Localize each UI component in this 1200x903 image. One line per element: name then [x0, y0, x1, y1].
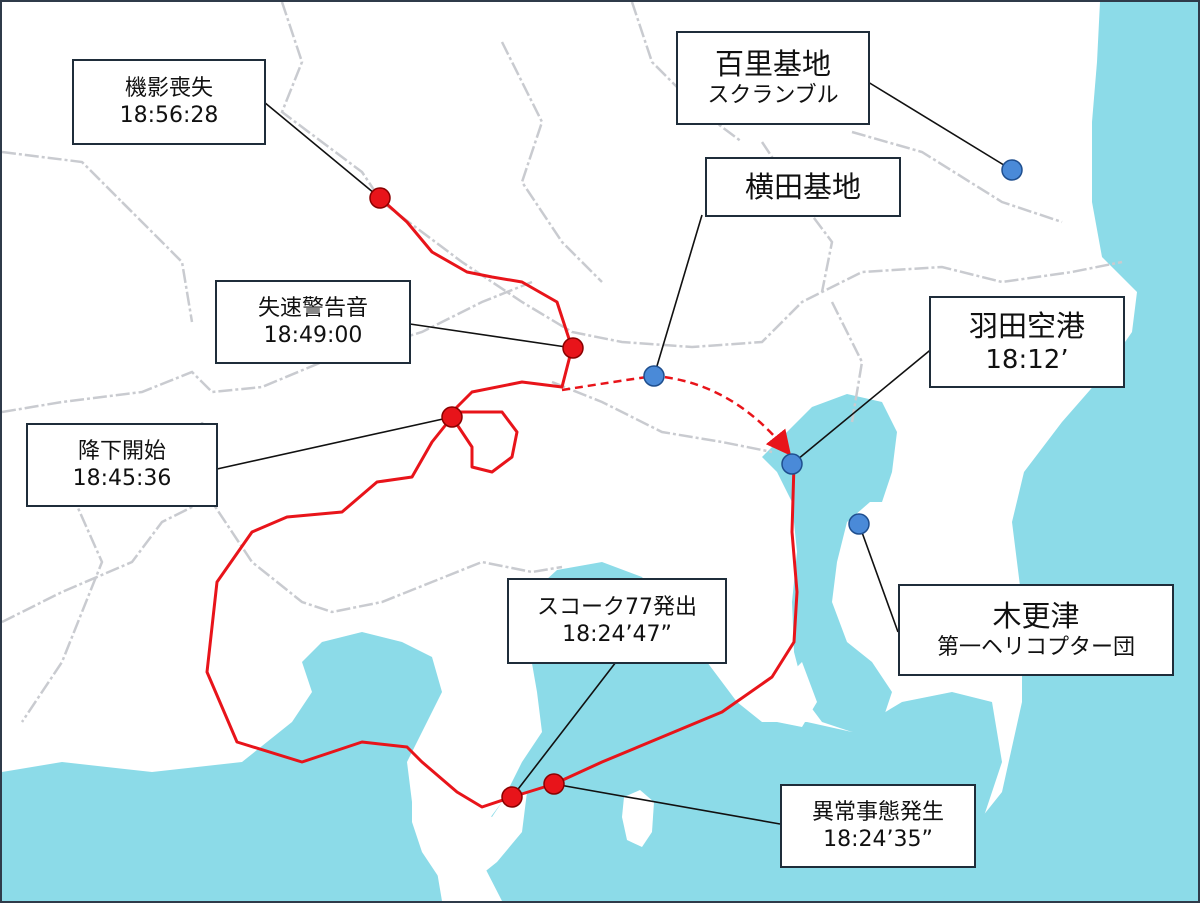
callout-title: 異常事態発生: [811, 799, 944, 825]
red-circle-marker-stall-warning: [562, 337, 584, 359]
sea-tokyo-bay: [762, 394, 897, 732]
blue-circle-marker-kisarazu: [848, 513, 870, 535]
callout-time: 18:24’47”: [562, 622, 672, 647]
blue-circle-marker-haneda: [781, 453, 803, 475]
callout-subtitle: 第一ヘリコプター団: [936, 635, 1135, 661]
land-miura-peninsula: [772, 662, 817, 727]
callout-time: 18:56:28: [119, 103, 219, 128]
flight-path: [205, 196, 799, 809]
callout-time: 18:24’35”: [823, 827, 933, 852]
leader-haneda: [791, 346, 935, 465]
callout-haneda: 羽田空港 18:12’: [929, 296, 1125, 388]
callout-scoke77: スコーク77発出 18:24’47”: [507, 578, 727, 664]
callout-lost-contact: 機影喪失 18:56:28: [72, 59, 266, 145]
leader-kisarazu: [858, 523, 899, 633]
sea-suruga-bay: [2, 632, 442, 901]
red-circle-marker-descent-start: [441, 406, 463, 428]
callout-title: 羽田空港: [968, 308, 1085, 343]
leader-stall-warning: [409, 323, 574, 349]
blue-circle-marker-yokota: [643, 365, 665, 387]
leader-scoke77: [511, 661, 617, 798]
callout-subtitle: スクランブル: [707, 83, 839, 109]
callout-time: 18:12’: [985, 344, 1069, 375]
prefecture-boundaries: [2, 2, 1123, 723]
callout-time: 18:49:00: [263, 323, 363, 348]
callout-kisarazu: 木更津 第一ヘリコプター団: [898, 584, 1174, 676]
leader-lines: [216, 81, 1013, 825]
leader-yokota: [653, 214, 703, 377]
red-circle-marker-lost-contact: [369, 187, 391, 209]
callout-hyakuri: 百里基地 スクランブル: [676, 31, 870, 125]
red-circle-marker-scoke77: [501, 786, 523, 808]
callout-title: スコーク77発出: [537, 594, 697, 620]
callout-title: 横田基地: [744, 169, 861, 204]
leader-hyakuri: [867, 81, 1013, 171]
callout-title: 失速警告音: [257, 295, 368, 321]
leader-lost-contact: [263, 101, 381, 199]
callout-descent-start: 降下開始 18:45:36: [26, 423, 218, 507]
callout-yokota: 横田基地: [705, 157, 901, 217]
blue-circle-marker-hyakuri: [1001, 159, 1023, 181]
event-markers: [369, 187, 584, 808]
callout-title: 百里基地: [714, 47, 831, 82]
callout-stall-warning: 失速警告音 18:49:00: [215, 280, 411, 364]
callout-title: 木更津: [992, 599, 1080, 634]
callout-title: 降下開始: [77, 438, 166, 464]
callout-title: 機影喪失: [124, 75, 213, 101]
sea-pacific-east: [932, 2, 1198, 901]
location-markers: [643, 159, 1023, 535]
leader-anomaly: [553, 783, 781, 825]
red-circle-marker-anomaly: [543, 773, 565, 795]
callout-time: 18:45:36: [72, 466, 172, 491]
land-izu-oshima: [622, 790, 654, 847]
route-dashed: [561, 374, 792, 456]
callout-anomaly: 異常事態発生 18:24’35”: [780, 784, 976, 868]
leader-descent-start: [216, 416, 453, 470]
land-izu-peninsula: [412, 762, 527, 882]
